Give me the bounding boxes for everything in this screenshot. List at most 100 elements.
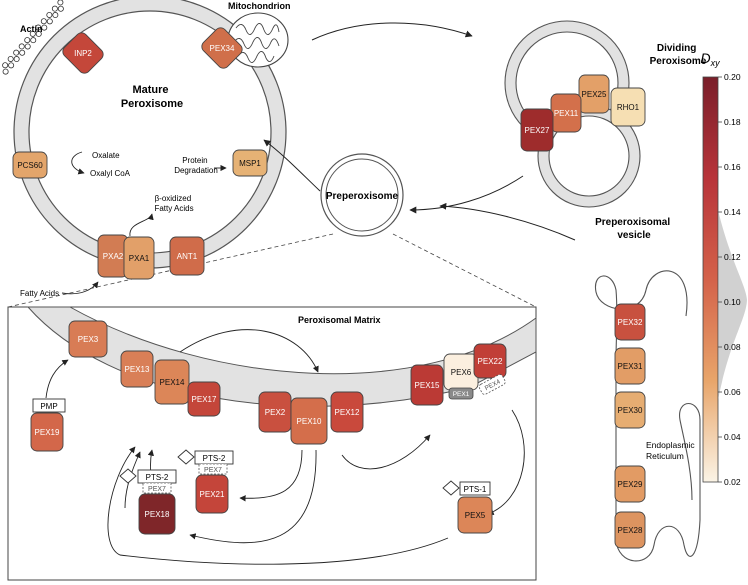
colorbar-density bbox=[718, 210, 747, 400]
protein-PEX3: PEX3 bbox=[68, 320, 108, 358]
protein-PEX29-shape bbox=[614, 465, 646, 503]
fatty-acids-label: Fatty Acids bbox=[20, 289, 59, 298]
dividing-peroxisome-title-line2: Peroxisome bbox=[650, 56, 707, 67]
colorbar-tick-label: 0.10 bbox=[724, 297, 741, 307]
inset-dashed-right bbox=[392, 233, 537, 308]
protein-PEX31-label: PEX31 bbox=[618, 362, 643, 371]
actin-subunit bbox=[7, 55, 14, 62]
actin-subunit bbox=[57, 5, 64, 12]
protein-ANT1: ANT1 bbox=[169, 236, 205, 276]
endoplasmic-reticulum-line1: Endoplasmic bbox=[646, 440, 695, 450]
arrow-pex22-to-pex5 bbox=[487, 409, 525, 515]
protein-PEX28: PEX28 bbox=[614, 511, 646, 549]
protein-PEX22-shape bbox=[473, 343, 507, 379]
protein-PEX32: PEX32 bbox=[614, 303, 646, 341]
pts2-a-label: PTS-2 bbox=[203, 454, 226, 463]
mitochondrion-icon bbox=[227, 12, 289, 68]
actin-label: Actin bbox=[20, 24, 43, 34]
actin-subunit bbox=[46, 18, 53, 25]
preperoxisomal-vesicle-title-line2: vesicle bbox=[617, 230, 651, 241]
arrow-vesicle-to-preperoxisome bbox=[439, 202, 576, 241]
protein-PEX6-label: PEX6 bbox=[451, 368, 472, 377]
preperoxisomal-vesicle-title-line1: Preperoxisomal bbox=[595, 217, 670, 228]
pts1-tag: PTS-1 bbox=[442, 480, 491, 496]
protein-PCS60-shape bbox=[12, 151, 48, 179]
protein-PEX31-shape bbox=[614, 347, 646, 385]
protein-PEX18-shape bbox=[138, 493, 176, 535]
protein-PEX10: PEX10 bbox=[290, 397, 328, 445]
arrow-pex10-to-pex18 bbox=[189, 449, 317, 544]
mitochondrion-label: Mitochondrion bbox=[228, 1, 291, 11]
colorbar-tick-label: 0.06 bbox=[724, 387, 741, 397]
protein-PEX32-shape bbox=[614, 303, 646, 341]
endoplasmic-reticulum-line2: Reticulum bbox=[646, 451, 684, 461]
protein-PEX31: PEX31 bbox=[614, 347, 646, 385]
arrow-pex19-to-pex3 bbox=[45, 359, 69, 399]
actin-filament bbox=[2, 0, 64, 75]
pmp-label: PMP bbox=[40, 402, 57, 411]
protein-PEX13-shape bbox=[120, 350, 154, 388]
arrow-pex12-to-pex6 bbox=[341, 434, 431, 470]
pts2-b-label: PTS-2 bbox=[146, 473, 169, 482]
actin-subunit bbox=[51, 5, 58, 12]
protein-PEX21-label: PEX21 bbox=[200, 490, 225, 499]
protein-PEX30: PEX30 bbox=[614, 391, 646, 429]
actin-subunit bbox=[40, 18, 47, 25]
protein-PEX14-shape bbox=[154, 359, 190, 405]
protein-PEX19: PEX19 bbox=[30, 412, 64, 452]
arrow-pex17-to-pex10 bbox=[179, 329, 319, 373]
actin-subunit bbox=[2, 62, 9, 69]
mature-peroxisome-title: Mature Peroxisome bbox=[121, 84, 183, 110]
protein-PXA2: PXA2 bbox=[97, 234, 129, 278]
protein-RHO1-label: RHO1 bbox=[617, 103, 640, 112]
protein-PEX2-label: PEX2 bbox=[265, 408, 286, 417]
actin-subunit bbox=[2, 68, 9, 75]
protein-RHO1-shape bbox=[610, 87, 646, 127]
actin-subunit bbox=[18, 43, 25, 50]
oxalate-label: Oxalate bbox=[92, 151, 120, 160]
colorbar-tick-label: 0.12 bbox=[724, 252, 741, 262]
colorbar-tick-label: 0.02 bbox=[724, 477, 741, 487]
actin-subunit bbox=[35, 30, 42, 37]
protein-PEX29-label: PEX29 bbox=[618, 480, 643, 489]
protein-PEX34-label: PEX34 bbox=[210, 44, 235, 53]
mature-peroxisome-title-line2: Peroxisome bbox=[121, 98, 183, 110]
protein-PXA1-label: PXA1 bbox=[129, 254, 150, 263]
pmp-tag: PMP bbox=[32, 398, 66, 413]
oxalyl-coa-label: Oxalyl CoA bbox=[90, 169, 131, 178]
actin-subunit bbox=[24, 37, 31, 44]
arrow-pex10-to-pex21 bbox=[239, 449, 303, 502]
protein-PEX22: PEX22 bbox=[473, 343, 507, 379]
protein-PEX19-shape bbox=[30, 412, 64, 452]
endoplasmic-reticulum-label: Endoplasmic Reticulum bbox=[646, 440, 697, 461]
actin-subunit bbox=[19, 49, 26, 56]
beta-oxidized-line1: β-oxidized bbox=[155, 194, 192, 203]
actin-subunit bbox=[13, 49, 20, 56]
protein-PEX27-label: PEX27 bbox=[525, 126, 550, 135]
mature-peroxisome-title-line1: Mature bbox=[132, 84, 168, 96]
protein-PEX12-label: PEX12 bbox=[335, 408, 360, 417]
protein-RHO1: RHO1 bbox=[610, 87, 646, 127]
colorbar: Dxy 0.200.180.160.140.120.100.080.060.04… bbox=[700, 50, 747, 487]
actin-subunit bbox=[46, 11, 53, 18]
protein-PEX18: PEX18 bbox=[138, 493, 176, 535]
protein-PEX17: PEX17 bbox=[187, 381, 221, 417]
colorbar-title: Dxy bbox=[700, 50, 720, 68]
arrow-dividing-to-preperoxisome bbox=[409, 175, 524, 214]
protein-layer: INP2 PEX34 PCS60 MSP1 PXA2 PXA1 ANT1 PEX… bbox=[12, 27, 646, 549]
protein-PEX21: PEX21 bbox=[195, 474, 229, 514]
protein-PEX22-label: PEX22 bbox=[478, 357, 503, 366]
dividing-peroxisome-title-line1: Dividing bbox=[657, 43, 696, 54]
protein-degradation-label: Protein Degradation bbox=[174, 156, 218, 175]
protein-PCS60: PCS60 bbox=[12, 151, 48, 179]
pts2-tag-a: PTS-2 PEX7 bbox=[177, 449, 234, 475]
protein-PEX29: PEX29 bbox=[614, 465, 646, 503]
preperoxisomal-vesicle-title: Preperoxisomal vesicle bbox=[595, 217, 673, 241]
actin-subunit bbox=[57, 0, 64, 6]
pex1-label: PEX1 bbox=[453, 391, 470, 398]
protein-MSP1: MSP1 bbox=[232, 149, 268, 177]
protein-PEX14-label: PEX14 bbox=[160, 378, 185, 387]
protein-PEX18-label: PEX18 bbox=[145, 510, 170, 519]
pts2-tag-b: PTS-2 PEX7 bbox=[119, 468, 177, 494]
protein-degradation-line1: Protein bbox=[182, 156, 207, 165]
